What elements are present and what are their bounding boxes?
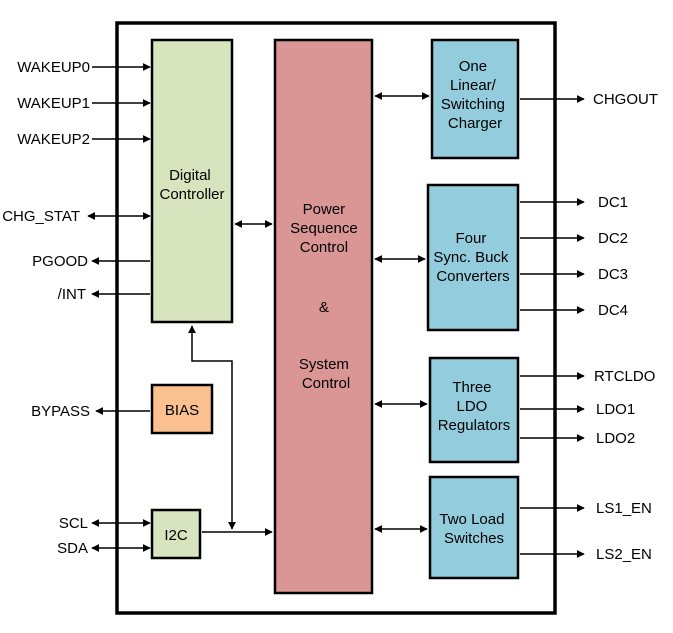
buck-converters-label: Four Sync. Buck Converters <box>433 230 512 285</box>
pin-wakeup0: WAKEUP0 <box>17 59 90 76</box>
pin-int: /INT <box>58 286 86 303</box>
pin-chgout: CHGOUT <box>593 91 658 108</box>
pin-pgood: PGOOD <box>32 253 88 270</box>
pin-scl: SCL <box>59 515 88 532</box>
charger-block <box>430 38 520 160</box>
digital-controller-label: Digital Controller <box>159 167 224 203</box>
pin-ldo2: LDO2 <box>596 430 635 447</box>
pin-ldo1: LDO1 <box>596 401 635 418</box>
pin-dc1: DC1 <box>598 194 628 211</box>
digital-controller-block <box>150 38 234 324</box>
pin-ls1-en: LS1_EN <box>596 500 652 517</box>
buck-converters-block <box>426 183 520 332</box>
pin-dc3: DC3 <box>598 266 628 283</box>
pin-sda: SDA <box>57 540 88 557</box>
load-switches-label: Two Load Switches <box>439 511 508 547</box>
charger-label: One Linear/ Switching Charger <box>441 58 509 132</box>
pin-dc4: DC4 <box>598 302 628 319</box>
ldo-regulators-label: Three LDO Regulators <box>438 379 511 434</box>
pin-wakeup2: WAKEUP2 <box>17 131 90 148</box>
digital-i2c-bus-link <box>188 325 236 530</box>
power-sequence-label: Power Sequence Control & System Control <box>290 201 362 392</box>
pin-bypass: BYPASS <box>31 403 90 420</box>
pin-rtcldo: RTCLDO <box>594 368 655 385</box>
ldo-regulators-block <box>428 356 520 464</box>
load-switches-block <box>428 475 520 580</box>
pin-ls2-en: LS2_EN <box>596 546 652 563</box>
power-sequence-block <box>273 38 374 595</box>
pin-dc2: DC2 <box>598 230 628 247</box>
pin-wakeup1: WAKEUP1 <box>17 95 90 112</box>
pin-chg-stat: CHG_STAT <box>2 208 80 225</box>
bias-label: BIAS <box>165 402 199 419</box>
i2c-label: I2C <box>164 527 188 544</box>
